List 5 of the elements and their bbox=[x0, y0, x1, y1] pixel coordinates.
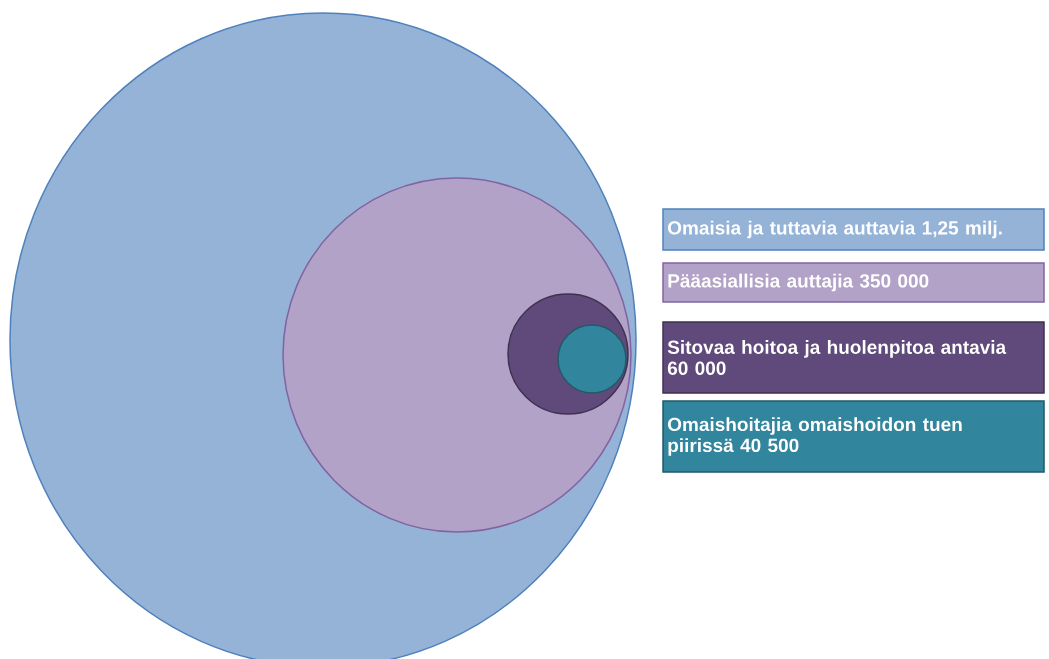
legend-item: Omaishoitajia omaishoidon tuen piirissä 40 500 bbox=[662, 400, 1045, 473]
legend-item: Pääasiallisia auttajia 350 000 bbox=[662, 262, 1045, 303]
legend-item: Omaisia ja tuttavia auttavia 1,25 milj. bbox=[662, 208, 1045, 251]
legend-item: Sitovaa hoitoa ja huolenpitoa antavia 60 000 bbox=[662, 321, 1045, 394]
circle bbox=[557, 324, 627, 394]
